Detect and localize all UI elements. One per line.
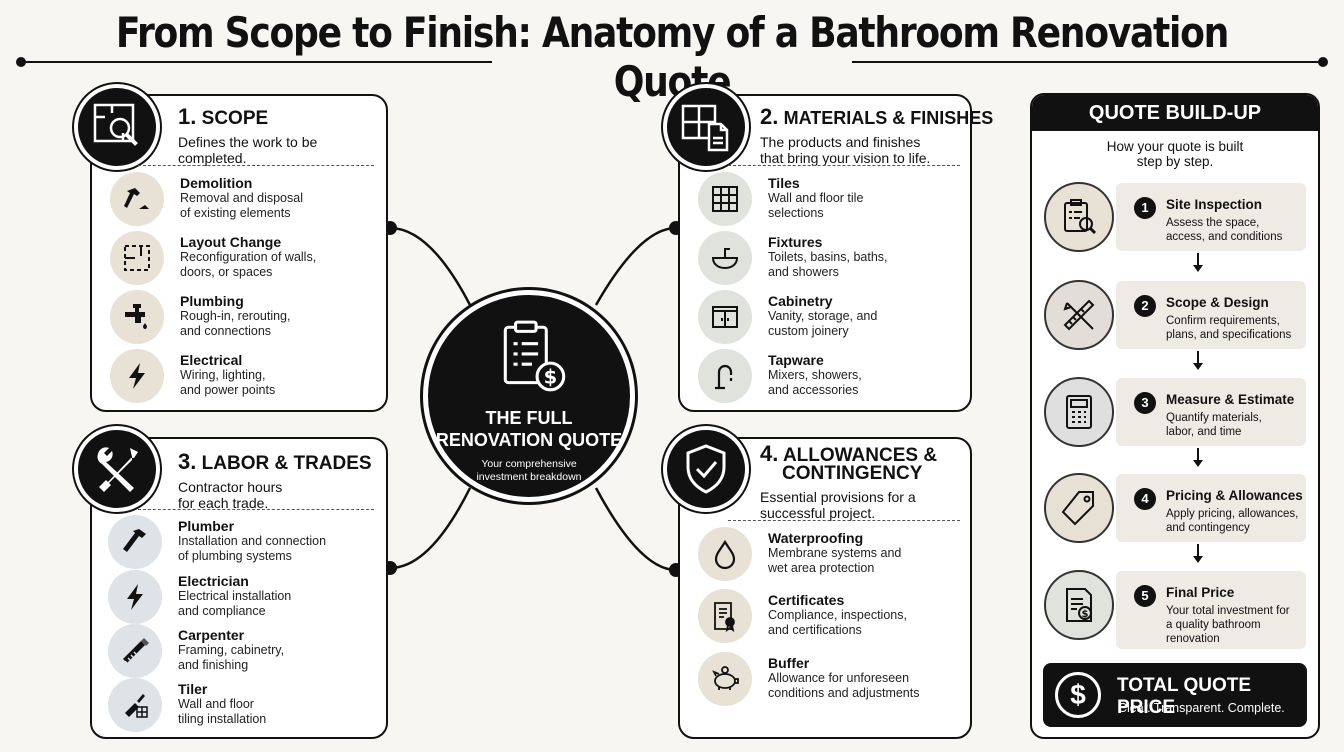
materials-badge — [663, 84, 749, 170]
lightning-icon — [129, 363, 145, 389]
title-rule-left — [20, 61, 492, 63]
labor-badge — [74, 426, 160, 512]
step-arrow-4 — [1193, 544, 1203, 563]
step-arrow-2 — [1193, 351, 1203, 370]
tap-icon — [715, 364, 733, 390]
panel-subtitle-2: step by step. — [1136, 154, 1214, 169]
allowances-badge — [663, 426, 749, 512]
shield-check-icon — [686, 444, 726, 494]
saw-icon — [123, 638, 149, 664]
center-subtitle-2: investment breakdown — [476, 471, 582, 483]
water-drop-icon — [714, 539, 736, 570]
wrench-screwdriver-icon — [97, 447, 138, 492]
calculator-icon — [1066, 395, 1092, 429]
scope-badge — [74, 84, 160, 170]
dollar-icon: $ — [1055, 672, 1101, 718]
tiles-document-icon — [681, 104, 729, 152]
step-pricing-allowances: 4 Pricing & Allowances Apply pricing, al… — [1042, 473, 1308, 545]
materials-number: 2. — [760, 104, 779, 129]
allowances-desc-1: Essential provisions for a — [760, 489, 916, 505]
materials-desc-1: The products and finishes — [760, 134, 921, 150]
basin-icon — [711, 248, 739, 270]
labor-desc-2: for each trade. — [178, 495, 269, 511]
materials-title: MATERIALS & FINISHES — [783, 108, 994, 128]
svg-text:$: $ — [544, 366, 558, 389]
clipboard-search-icon — [1064, 199, 1097, 235]
step-final-price: $ 5 Final Price Your total investment fo… — [1042, 570, 1308, 650]
center-subtitle-1: Your comprehensive — [481, 458, 577, 470]
ruler-pencil-icon — [1063, 299, 1095, 331]
pipe-wrench-icon — [123, 529, 146, 552]
title-rule-right — [852, 61, 1324, 63]
cabinet-icon — [712, 306, 738, 328]
scope-desc-1: Defines the work to be — [178, 134, 318, 150]
center-title-1: THE FULL — [485, 408, 573, 428]
faucet-icon — [125, 304, 147, 329]
scope-number: 1. — [178, 104, 197, 129]
svg-text:$: $ — [1082, 609, 1089, 620]
labor-desc-1: Contractor hours — [178, 479, 283, 495]
floorplan-search-icon — [93, 103, 138, 146]
labor-title: LABOR & TRADES — [201, 453, 372, 474]
scope-desc-2: completed. — [178, 150, 247, 166]
labor-divider — [138, 509, 374, 510]
allowances-number: 4. — [760, 441, 779, 466]
invoice-dollar-icon: $ — [1066, 588, 1092, 622]
step-arrow-1 — [1193, 253, 1203, 272]
total-subtitle: Clear. Transparent. Complete. — [1118, 701, 1285, 715]
allowances-divider — [728, 520, 960, 521]
step-measure-estimate: 3 Measure & Estimate Quantify materials,… — [1042, 377, 1308, 449]
scope-divider — [138, 165, 374, 166]
panel-subtitle-1: How your quote is built — [1106, 139, 1244, 154]
allowances-title-1: ALLOWANCES & — [782, 445, 938, 466]
certificate-icon — [714, 602, 735, 632]
piggy-bank-icon — [712, 666, 739, 690]
materials-divider — [728, 165, 960, 166]
price-tag-icon — [1061, 491, 1094, 526]
step-scope-design: 2 Scope & Design Confirm requirements,pl… — [1042, 280, 1308, 352]
center-title-2: RENOVATION QUOTE — [435, 430, 623, 450]
materials-desc-2: that bring your vision to life. — [760, 150, 931, 166]
tile-grid-icon — [712, 186, 738, 212]
clipboard-dollar-icon: $ — [503, 320, 566, 392]
labor-number: 3. — [178, 449, 197, 474]
scope-title: SCOPE — [201, 108, 269, 129]
title-rule-dot-right — [1318, 57, 1328, 67]
floorplan-icon — [124, 245, 150, 271]
trowel-icon — [125, 694, 148, 718]
total-quote-price: $ TOTAL QUOTE PRICE Clear. Transparent. … — [1043, 663, 1307, 727]
step-arrow-3 — [1193, 448, 1203, 467]
hammer-icon — [124, 188, 149, 209]
lightning-icon — [127, 584, 143, 610]
allowances-title-2: CONTINGENCY — [782, 463, 923, 484]
page-title: From Scope to Finish: Anatomy of a Bathr… — [115, 8, 1229, 106]
total-title: TOTAL QUOTE PRICE — [1117, 675, 1252, 718]
panel-title: QUOTE BUILD-UP — [1032, 95, 1318, 131]
allowances-desc-2: successful project. — [760, 505, 876, 521]
step-site-inspection: 1 Site Inspection Assess the space,acces… — [1042, 182, 1308, 254]
